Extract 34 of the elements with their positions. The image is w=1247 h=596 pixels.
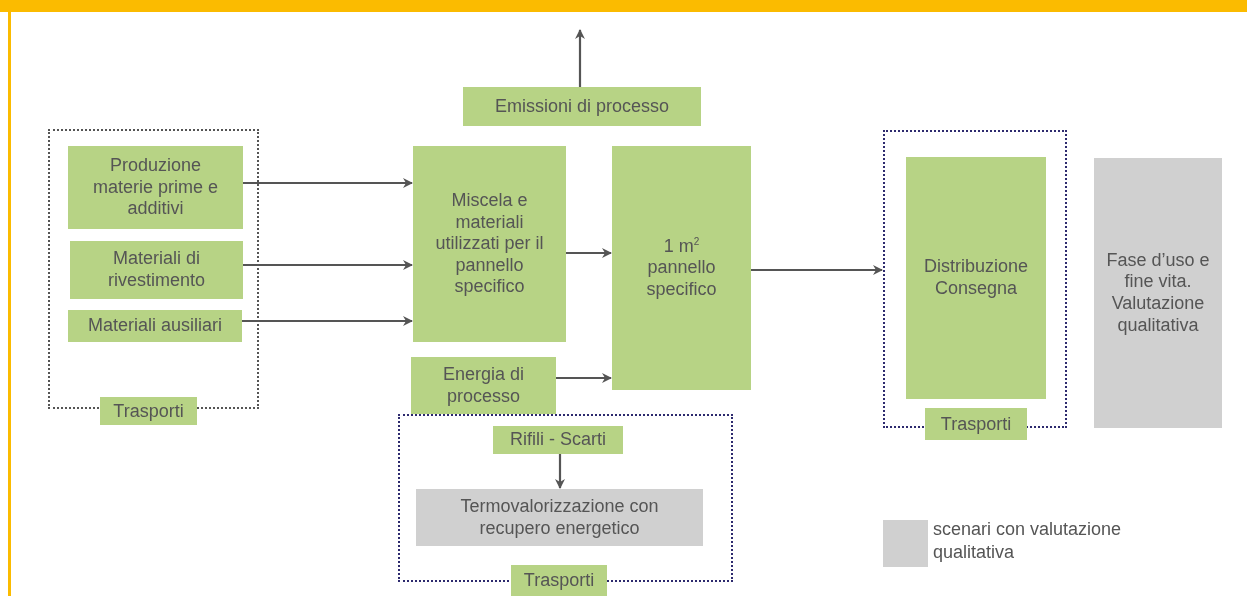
arrow: [243, 260, 413, 270]
arrow: [242, 316, 413, 326]
box-label: 1 m$^{2}$ pannello specifico: [645, 235, 718, 301]
transport-tag: Trasporti: [100, 397, 197, 425]
process-box: [70, 241, 243, 299]
arrow: [556, 373, 612, 383]
scenario-box: [1094, 158, 1222, 428]
arrow: [751, 265, 883, 275]
scenario-box: [416, 489, 703, 546]
legend-text: scenari con valutazione qualitativa: [933, 518, 1123, 565]
box-label: Emissioni di processo: [494, 95, 670, 118]
transport-tag: Trasporti: [925, 408, 1027, 440]
process-box: [493, 426, 623, 454]
process-box: [413, 146, 566, 342]
box-label: Energia di processo: [441, 363, 526, 408]
box-label: Miscela e materiali utilizzati per il pannello specifico: [434, 190, 545, 298]
process-box: [612, 146, 751, 390]
box-label: Produzione materie prime e additivi: [91, 155, 219, 220]
process-box: [906, 157, 1046, 399]
box-label: Distribuzione Consegna: [922, 256, 1029, 300]
arrow: [555, 454, 565, 489]
box-label: Rifili - Scarti: [510, 429, 606, 451]
transport-tag: Trasporti: [511, 565, 607, 596]
process-box: [411, 357, 556, 414]
arrow: [566, 248, 612, 258]
box-label: Termovalorizzazione con recupero energetico: [459, 495, 660, 540]
box-label: Materiali di rivestimento: [107, 248, 206, 292]
process-box: [463, 87, 701, 126]
arrow: [243, 178, 413, 188]
box-label: Fase d’uso e fine vita. Valutazione qualitativa: [1105, 249, 1211, 337]
box-label: Materiali ausiliari: [87, 315, 222, 337]
process-box: [68, 310, 242, 342]
arrow: [575, 29, 585, 87]
process-box: [68, 146, 243, 229]
